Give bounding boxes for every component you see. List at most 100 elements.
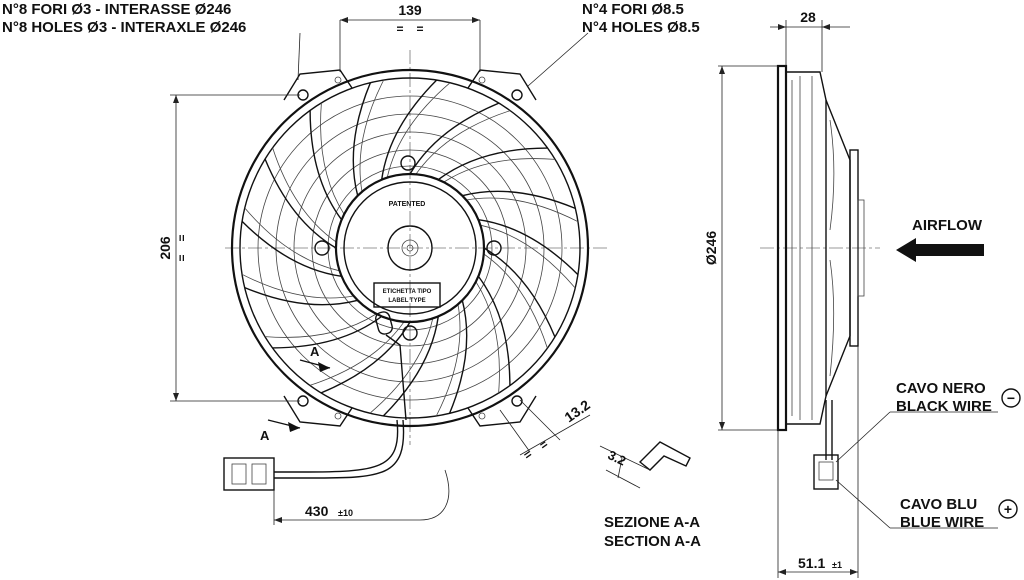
small-hole-2 — [478, 76, 486, 84]
guard-spoke-edge — [415, 110, 511, 175]
front-dimensions: 139 = = 206 = = 430 ±10 13.2 = = — [157, 2, 593, 525]
patented-text: PATENTED — [389, 201, 426, 208]
guard-spoke — [448, 300, 468, 414]
mounting-hole-top-right — [511, 89, 523, 101]
mounting-ears — [283, 69, 537, 427]
equal-mark-1: = — [396, 22, 403, 36]
dim-top-width: 139 — [398, 2, 422, 18]
cable-gland — [375, 311, 393, 335]
hub-inner — [343, 181, 477, 315]
mounting-ear-bottom-right — [467, 395, 537, 427]
guard-spoke-edge — [435, 304, 461, 417]
guard-rings — [257, 95, 563, 401]
leader-holes4 — [527, 32, 589, 87]
blue-wire-it: CAVO BLU — [900, 496, 977, 513]
guard-spoke-edge — [369, 318, 434, 414]
holes8-it: N°8 FORI Ø3 - INTERASSE Ø246 — [2, 1, 231, 18]
equal-mark-4: = — [175, 254, 189, 261]
section-profile — [638, 441, 691, 471]
plus-symbol-circle — [998, 499, 1018, 519]
guard-spoke — [264, 158, 337, 249]
section-label-it: SEZIONE A-A — [604, 514, 700, 531]
side-frame-flange — [776, 64, 788, 432]
dim-diameter: Ø246 — [703, 231, 719, 265]
cable-line — [299, 419, 405, 479]
connector-pin-1 — [231, 463, 247, 485]
guard-spoke-edge — [244, 207, 340, 272]
inner-frame-ring — [239, 77, 581, 419]
guard-spoke — [437, 147, 548, 181]
hole-callouts: N°8 FORI Ø3 - INTERASSE Ø246 N°8 HOLES Ø… — [2, 1, 700, 36]
equal-mark-5: = — [521, 447, 535, 462]
dim-depth: 28 — [800, 9, 816, 25]
minus-symbol-circle — [1001, 388, 1021, 408]
dim-overall-depth-tolerance: ±1 — [832, 560, 842, 570]
guard-spoke — [309, 110, 343, 221]
small-hole-4 — [478, 412, 486, 420]
minus-symbol: − — [1007, 390, 1015, 406]
section-mark-a-bottom: A — [260, 428, 270, 443]
mounting-ear-top-right — [467, 69, 537, 101]
small-hole-3 — [334, 412, 342, 420]
section-detail: 3.2 SEZIONE A-A SECTION A-A — [599, 441, 701, 550]
motor-hub: PATENTED ETICHETTA TIPO LABEL TYPE — [314, 155, 502, 341]
hub-center — [406, 244, 414, 252]
holes8-en: N°8 HOLES Ø3 - INTERAXLE Ø246 — [2, 19, 246, 36]
guard-spoke-edge — [466, 197, 579, 223]
hub-cap — [387, 225, 433, 271]
guard-spoke — [409, 102, 500, 175]
guard-spoke-edge — [386, 82, 451, 178]
guard-spoke — [381, 79, 438, 180]
guard-spoke — [478, 219, 579, 276]
guard-spoke — [483, 247, 556, 338]
holes4-en: N°4 HOLES Ø8.5 — [582, 19, 700, 36]
section-mark-a-top: A — [310, 344, 320, 359]
mounting-hole-bottom-right — [511, 395, 523, 407]
airflow-label: AIRFLOW — [912, 217, 983, 234]
guard-spoke — [272, 315, 383, 349]
guard-spoke — [241, 220, 342, 277]
equal-mark-3: = — [175, 234, 189, 241]
guard-spoke-edge — [320, 102, 345, 215]
hub-shaft — [401, 239, 419, 257]
label-type-en: LABEL TYPE — [388, 298, 425, 304]
black-wire-en: BLACK WIRE — [896, 398, 992, 415]
holes4-it: N°4 FORI Ø8.5 — [582, 1, 684, 18]
guard-spoke-edge — [264, 313, 377, 338]
side-view: AIRFLOW 28 Ø246 51.1 ±1 CAVO NERO BLACK … — [703, 9, 1021, 578]
section-label-en: SECTION A-A — [604, 533, 701, 550]
dim-height: 206 — [157, 236, 173, 260]
hub-screw-bottom — [402, 325, 418, 341]
connector-body — [223, 457, 275, 491]
guard-spoke — [477, 275, 511, 386]
connector-pin-2 — [251, 463, 267, 485]
side-connector — [813, 454, 839, 490]
blue-wire-en: BLUE WIRE — [900, 514, 984, 531]
hub-screw-right — [486, 240, 502, 256]
guard-spokes — [241, 79, 579, 417]
small-hole-1 — [334, 76, 342, 84]
cable-clip-path — [385, 334, 407, 421]
dim-overall-depth: 51.1 — [798, 555, 825, 571]
guard-spoke — [462, 190, 576, 210]
side-housing — [786, 71, 827, 425]
dim-cable-tolerance: ±10 — [338, 508, 353, 518]
guard-spoke-edge — [309, 321, 405, 386]
plus-symbol: + — [1004, 501, 1012, 517]
hub-outer — [334, 172, 486, 324]
label-type-it: ETICHETTA TIPO — [383, 289, 432, 295]
guard-spoke-edge — [241, 273, 354, 299]
outer-frame-ring — [230, 68, 590, 428]
mounting-ear-bottom-left — [283, 395, 353, 427]
guard-spoke — [320, 321, 411, 394]
airflow-arrow — [896, 238, 984, 262]
hub-screw-left — [314, 240, 330, 256]
hub-screw-top — [400, 155, 416, 171]
guard-spoke — [382, 316, 439, 417]
dim-offset: 13.2 — [561, 396, 593, 425]
guard-spoke-edge — [443, 158, 556, 183]
mounting-ear-top-left — [283, 69, 353, 101]
black-wire-it: CAVO NERO — [896, 380, 986, 397]
front-view: PATENTED ETICHETTA TIPO LABEL TYPE A A — [223, 32, 610, 491]
guard-spoke-edge — [359, 79, 385, 192]
